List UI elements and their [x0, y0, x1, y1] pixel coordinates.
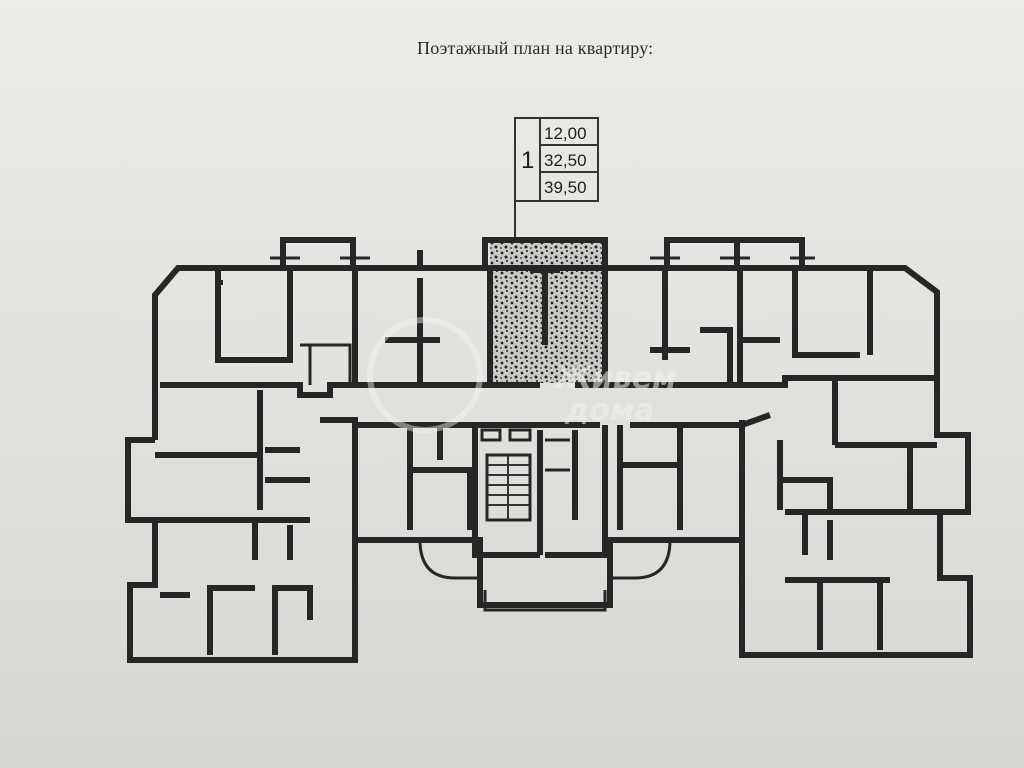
watermark-line2: дома — [564, 393, 655, 428]
interior-walls — [160, 267, 913, 655]
watermark-line1: Живем — [553, 361, 677, 396]
unit-area-overall: 39,50 — [544, 178, 587, 197]
unit-label-box: 1 12,00 32,50 39,50 — [514, 117, 599, 262]
corridor-walls — [155, 375, 940, 523]
outer-walls — [125, 237, 973, 663]
watermark-logo: Живем дома — [367, 317, 677, 433]
unit-area-total: 32,50 — [544, 151, 587, 170]
unit-area-living: 12,00 — [544, 124, 587, 143]
page-title: Поэтажный план на квартиру: — [417, 38, 654, 58]
unit-number: 1 — [521, 147, 534, 174]
